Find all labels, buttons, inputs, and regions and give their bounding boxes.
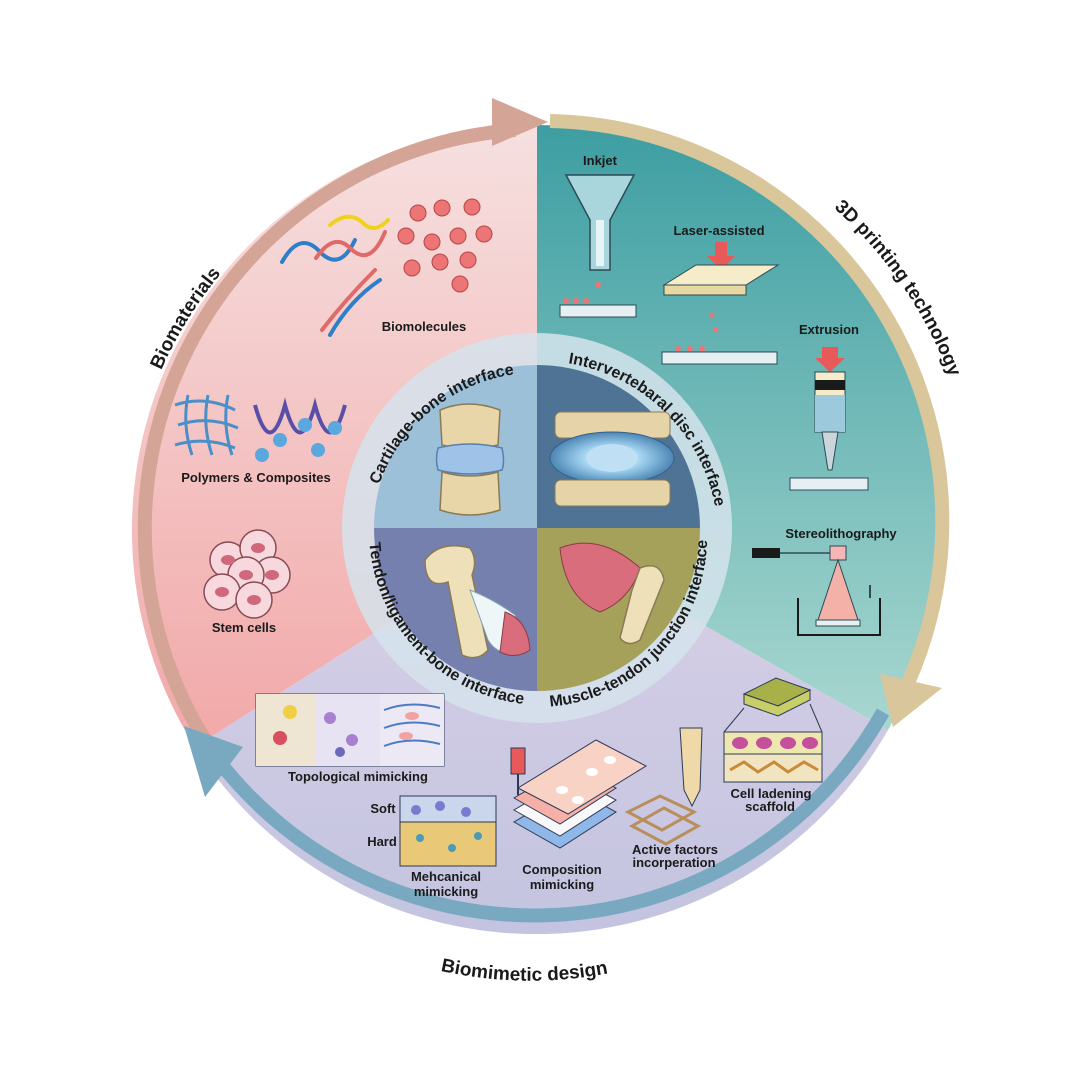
polymer-mesh-icon [174,394,239,456]
active-factors-label-line2: incorperation [632,855,715,870]
polymer-composite-icon [253,397,347,462]
ring-arrow-biomaterials [137,123,516,744]
biomolecule-particles-icon [397,198,493,293]
muscle-tendon-illustration [559,542,665,645]
disc-illustration [549,411,675,507]
composition-mimicking-icon [510,739,648,849]
topological-label: Topological mimicking [288,769,428,784]
stereolithography-icon [752,545,881,636]
mechanical-label-line2: mimicking [414,884,478,899]
active-factors-icon [624,727,703,846]
extrusion-printer-icon [789,347,869,491]
joint-illustration [435,403,505,516]
hard-label: Hard [367,834,397,849]
arrowhead-biomaterials-icon [492,98,548,146]
cell-ladening-label-line2: scaffold [745,799,795,814]
laser-label: Laser-assisted [673,223,764,238]
laser-printer-icon [661,242,780,365]
biomolecule-strands-icon [280,214,390,337]
arrowhead-design-icon [184,726,243,797]
stereo-label: Stereolithography [785,526,897,541]
ring-arrow-printing [549,114,950,704]
polymers-label: Polymers & Composites [181,470,331,485]
cell-ladening-scaffold-icon [723,677,823,783]
tendon-bone-illustration [424,545,531,659]
biomolecules-label: Biomolecules [382,319,467,334]
composition-label-line1: Composition [522,862,601,877]
ring-arrow-design [206,708,890,923]
soft-label: Soft [370,801,396,816]
mechanical-label-line1: Mehcanical [411,869,481,884]
inkjet-printer-icon [559,174,637,318]
design-sector [195,530,888,935]
topological-mimicking-icon [255,693,445,767]
active-factors-label-line1: Active factors [632,842,718,857]
cell-ladening-label-line1: Cell ladening [731,786,812,801]
design-title: Biomimetic design [439,955,609,986]
mechanical-mimicking-icon [399,795,497,867]
arrowhead-printing-icon [880,674,942,727]
stem-cells-label: Stem cells [212,620,276,635]
stem-cell-nuclei-icon [215,543,279,605]
composition-label-line2: mimicking [530,877,594,892]
extrusion-label: Extrusion [799,322,859,337]
inkjet-label: Inkjet [583,153,618,168]
